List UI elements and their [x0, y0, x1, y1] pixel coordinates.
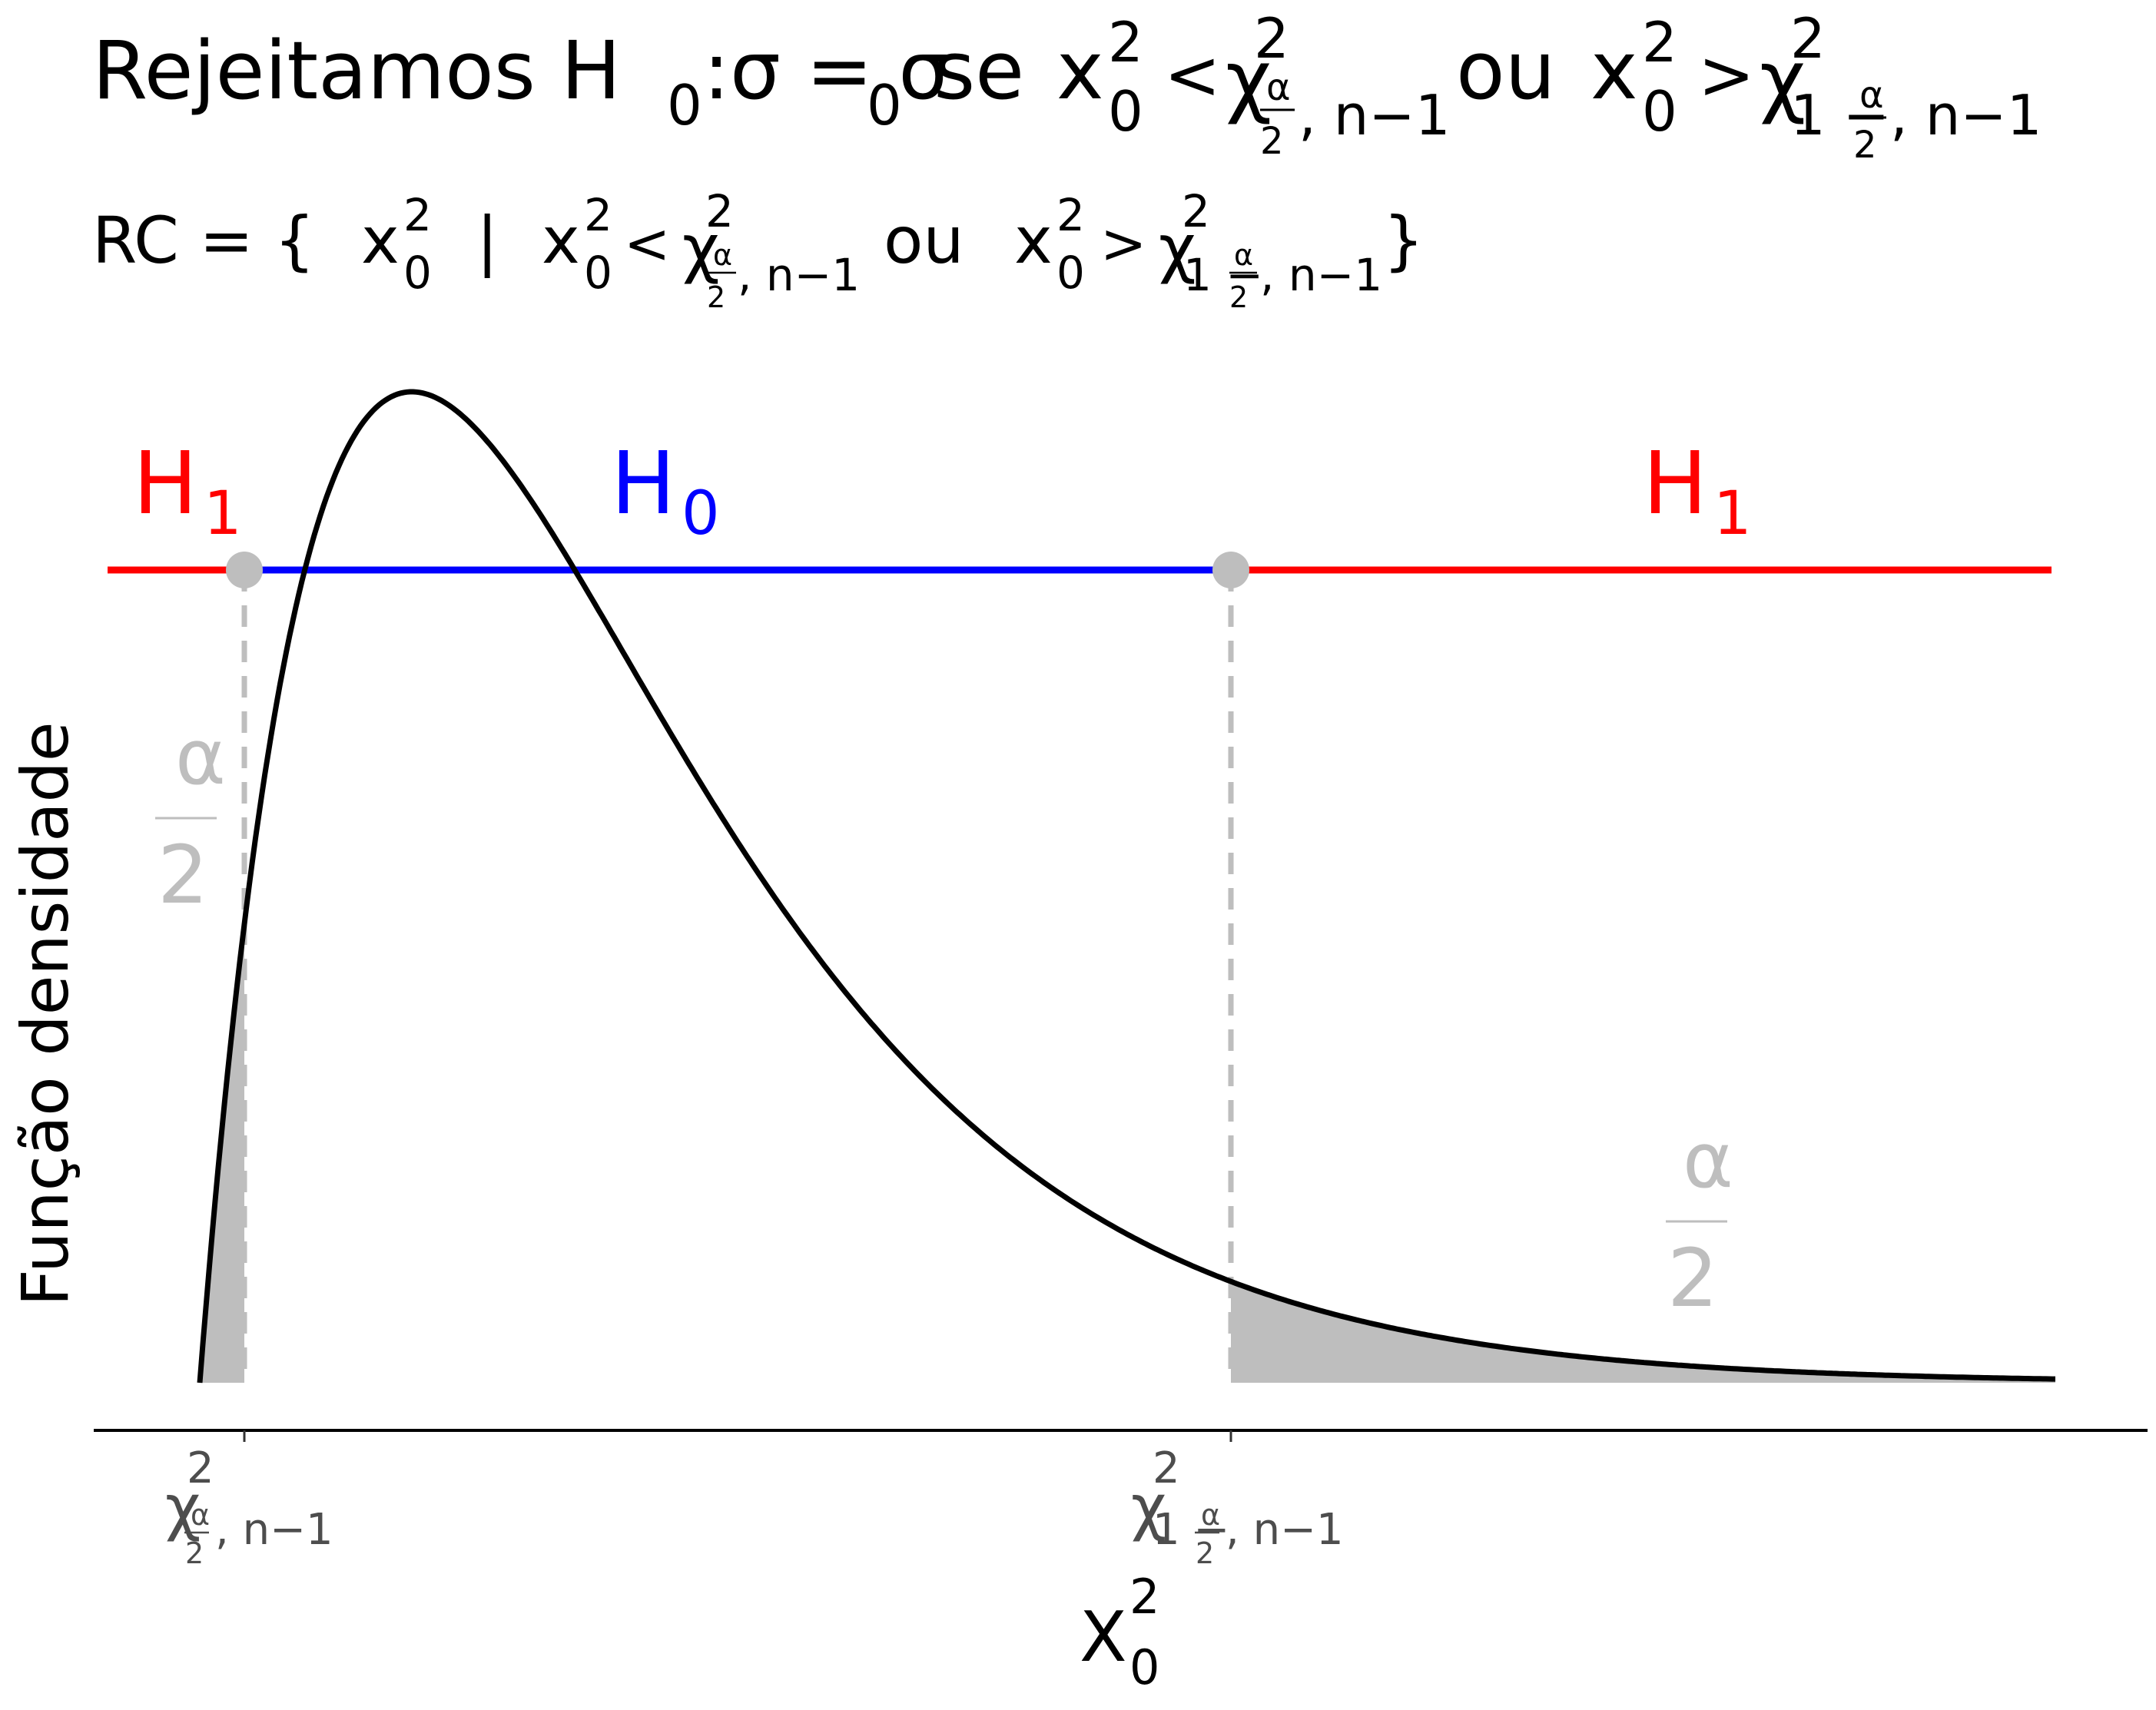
- title-se: se: [934, 24, 1024, 118]
- title-chi-lower-alpha: α: [1266, 66, 1291, 109]
- h1-left-label: H 1: [133, 434, 242, 548]
- title-sigma: :σ = σ: [703, 24, 949, 118]
- svg-text:X: X: [1080, 1597, 1127, 1678]
- subtitle-chi-upper: χ: [1159, 210, 1196, 286]
- density-curve: [197, 389, 2055, 1384]
- title-ou: ou: [1456, 24, 1556, 118]
- title-chi-upper-one-minus: 1 −: [1790, 83, 1889, 147]
- title-chi-lower-df: , n−1: [1299, 83, 1451, 147]
- title-x0-sup: 2: [1108, 10, 1143, 75]
- chart-title: Rejeitamos H 0 :σ = σ 0 se x 2 0 < χ 2 α…: [92, 6, 2042, 167]
- svg-text:, n−1: , n−1: [215, 1505, 333, 1555]
- subtitle-lt: <: [624, 211, 670, 276]
- title-chi-upper-df: , n−1: [1890, 83, 2042, 147]
- alpha-half-left-label: α 2: [155, 712, 226, 922]
- subtitle-x0-sup: 2: [403, 189, 432, 241]
- svg-text:χ: χ: [1131, 1472, 1166, 1543]
- svg-text:α: α: [1201, 1498, 1220, 1532]
- title-x0: x: [1056, 24, 1104, 118]
- svg-text:1: 1: [204, 479, 242, 548]
- subtitle-x0b-sup: 2: [584, 189, 612, 241]
- svg-text:2: 2: [158, 828, 208, 922]
- critical-point-upper: [1212, 552, 1249, 588]
- subtitle-chi-upper-two: 2: [1229, 280, 1248, 314]
- title-x0b-sub: 0: [1642, 79, 1677, 144]
- subtitle-x0c-sub: 0: [1056, 247, 1085, 299]
- subtitle-chi-lower-sup: 2: [705, 185, 734, 237]
- plot-area: H 1 H 0 H 1 α 2 α 2: [108, 389, 2055, 1384]
- tail-right-area: [1231, 1281, 2055, 1383]
- y-axis-label: Função densidade: [8, 721, 83, 1306]
- subtitle-x0c-sup: 2: [1056, 189, 1085, 241]
- title-chi-lower-two: 2: [1260, 120, 1284, 163]
- x-tick-label-upper: χ 2 1 − α 2 , n−1: [1131, 1443, 1344, 1570]
- subtitle-x0b: x: [542, 203, 580, 278]
- x-tick-label-lower: χ 2 α 2 , n−1: [165, 1443, 333, 1570]
- subtitle-chi-upper-sup: 2: [1182, 185, 1210, 237]
- svg-text:2: 2: [1196, 1536, 1214, 1570]
- subtitle-x0b-sub: 0: [584, 247, 612, 299]
- svg-text:2: 2: [1129, 1569, 1159, 1625]
- svg-text:2: 2: [187, 1443, 214, 1493]
- title-chi-upper: χ: [1760, 33, 1806, 127]
- title-lt: <: [1164, 35, 1221, 114]
- title-gt: >: [1698, 35, 1755, 114]
- title-chi-lower-sup: 2: [1254, 6, 1289, 71]
- title-x0-sub: 0: [1108, 79, 1143, 144]
- subtitle-chi-lower-df: , n−1: [738, 249, 860, 301]
- subtitle-rc: RC = {: [92, 203, 315, 278]
- title-chi-upper-sup: 2: [1790, 6, 1826, 71]
- svg-text:2: 2: [185, 1536, 204, 1570]
- chart-subtitle: RC = { x 2 0 | x 2 0 < χ 2 α 2 , n−1 ou …: [92, 185, 1424, 314]
- title-x0b: x: [1590, 24, 1638, 118]
- svg-text:2: 2: [1667, 1231, 1718, 1325]
- svg-text:H: H: [133, 434, 197, 534]
- subtitle-chi-upper-df: , n−1: [1260, 249, 1382, 301]
- subtitle-x0-sub: 0: [403, 247, 432, 299]
- title-chi-upper-alpha: α: [1859, 74, 1884, 117]
- svg-text:H: H: [611, 434, 675, 534]
- alpha-half-right-label: α 2: [1666, 1115, 1733, 1325]
- subtitle-chi-lower-alpha: α: [713, 238, 732, 272]
- svg-text:H: H: [1643, 434, 1707, 534]
- subtitle-gt: >: [1100, 211, 1146, 276]
- subtitle-ou: ou: [884, 203, 964, 278]
- svg-text:1 −: 1 −: [1153, 1505, 1229, 1555]
- subtitle-chi-upper-one-minus: 1 −: [1183, 249, 1263, 301]
- subtitle-chi-upper-alpha: α: [1234, 238, 1253, 272]
- subtitle-x0c: x: [1014, 203, 1053, 278]
- svg-text:, n−1: , n−1: [1226, 1505, 1344, 1555]
- subtitle-bar: |: [476, 203, 498, 278]
- h0-label: H 0: [611, 434, 720, 548]
- svg-text:2: 2: [1153, 1443, 1180, 1493]
- subtitle-chi-lower-two: 2: [707, 280, 725, 314]
- critical-point-lower: [226, 552, 263, 588]
- title-chi-upper-two: 2: [1853, 124, 1877, 167]
- svg-text:1: 1: [1713, 479, 1752, 548]
- svg-text:0: 0: [1129, 1639, 1159, 1695]
- svg-text:α: α: [191, 1498, 210, 1532]
- title-prefix: Rejeitamos H: [92, 24, 621, 118]
- svg-text:χ: χ: [165, 1472, 201, 1543]
- x-axis: χ 2 α 2 , n−1 χ 2 1 − α 2 , n−1 X 2 0: [94, 1429, 2148, 1695]
- subtitle-close: }: [1383, 203, 1424, 278]
- svg-text:α: α: [1683, 1115, 1733, 1205]
- svg-text:0: 0: [682, 479, 720, 548]
- svg-text:α: α: [175, 712, 226, 802]
- x-axis-label: X 2 0: [1080, 1569, 1159, 1695]
- title-sigma-sub: 0: [867, 73, 902, 138]
- title-x0b-sup: 2: [1642, 10, 1677, 75]
- h1-right-label: H 1: [1643, 434, 1752, 548]
- subtitle-x0: x: [361, 203, 400, 278]
- title-chi-lower: χ: [1226, 33, 1272, 127]
- title-h-sub: 0: [667, 73, 702, 138]
